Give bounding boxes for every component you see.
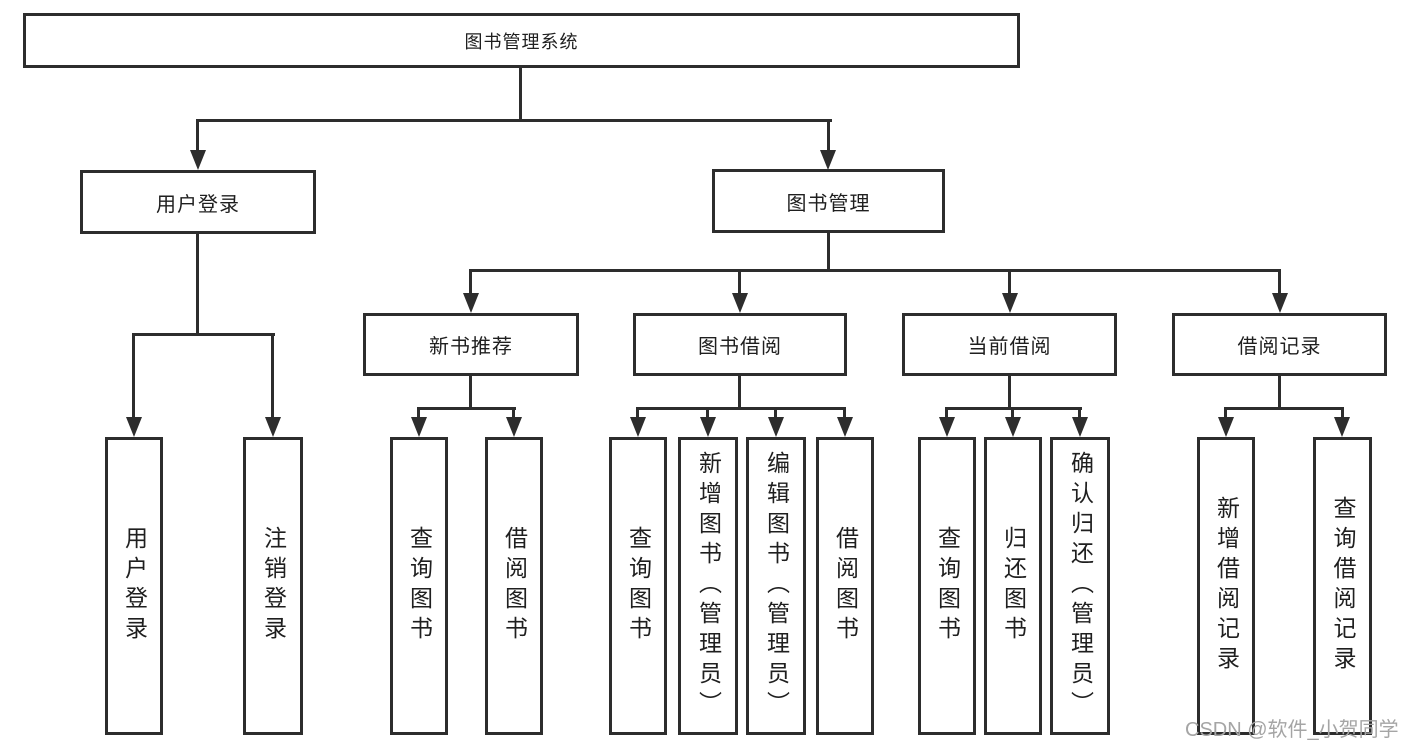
connector-line — [512, 407, 515, 419]
arrow-down-icon — [768, 417, 784, 437]
connector-line — [1278, 269, 1281, 295]
csdn-watermark: CSDN @软件_小贺同学 — [1185, 719, 1399, 741]
connector-line — [636, 407, 639, 419]
connector-line — [1224, 407, 1344, 410]
leaf-current-confirm-return-admin: 确认归还（管理员） — [1050, 437, 1110, 735]
connector-line — [470, 269, 1280, 272]
leaf-newbooks-borrow-books: 借阅图书 — [485, 437, 543, 735]
arrow-down-icon — [700, 417, 716, 437]
arrow-down-icon — [1272, 293, 1288, 313]
leaf-current-query-books: 查询图书 — [918, 437, 976, 735]
leaf-current-return-books: 归还图书 — [984, 437, 1042, 735]
arrow-down-icon — [265, 417, 281, 437]
arrow-down-icon — [190, 150, 206, 170]
leaf-borrowing-edit-books-admin: 编辑图书（管理员） — [746, 437, 806, 735]
connector-line — [738, 269, 741, 295]
arrow-down-icon — [126, 417, 142, 437]
connector-line — [1008, 269, 1011, 295]
arrow-down-icon — [1005, 417, 1021, 437]
connector-line — [1224, 407, 1227, 419]
leaf-newbooks-query-books: 查询图书 — [390, 437, 448, 735]
connector-line — [1008, 376, 1011, 409]
arrow-down-icon — [463, 293, 479, 313]
connector-line — [1278, 376, 1281, 409]
arrow-down-icon — [506, 417, 522, 437]
arrow-down-icon — [411, 417, 427, 437]
node-new-book-recommendation: 新书推荐 — [363, 313, 579, 376]
connector-line — [469, 269, 472, 295]
connector-line — [196, 119, 199, 152]
connector-line — [945, 407, 948, 419]
connector-line — [827, 119, 830, 152]
arrow-down-icon — [630, 417, 646, 437]
arrow-down-icon — [1072, 417, 1088, 437]
leaf-borrowing-borrow-books: 借阅图书 — [816, 437, 874, 735]
connector-line — [1011, 407, 1014, 419]
arrow-down-icon — [837, 417, 853, 437]
leaf-records-add-record: 新增借阅记录 — [1197, 437, 1255, 735]
connector-line — [827, 233, 830, 271]
connector-line — [738, 376, 741, 409]
node-book-borrowing: 图书借阅 — [633, 313, 847, 376]
arrow-down-icon — [1218, 417, 1234, 437]
node-library-system: 图书管理系统 — [23, 13, 1020, 68]
connector-line — [1078, 407, 1081, 419]
connector-line — [132, 333, 275, 336]
connector-line — [774, 407, 777, 419]
node-user-login: 用户登录 — [80, 170, 316, 234]
arrow-down-icon — [939, 417, 955, 437]
leaf-borrowing-query-books: 查询图书 — [609, 437, 667, 735]
connector-line — [469, 376, 472, 409]
connector-line — [417, 407, 516, 410]
leaf-logout: 注销登录 — [243, 437, 303, 735]
connector-line — [271, 333, 274, 419]
connector-line — [843, 407, 846, 419]
arrow-down-icon — [820, 150, 836, 170]
leaf-records-query-record: 查询借阅记录 — [1313, 437, 1372, 735]
connector-line — [1341, 407, 1344, 419]
connector-line — [196, 119, 832, 122]
node-current-borrowing: 当前借阅 — [902, 313, 1117, 376]
node-borrowing-records: 借阅记录 — [1172, 313, 1387, 376]
arrow-down-icon — [732, 293, 748, 313]
connector-line — [417, 407, 420, 419]
connector-line — [637, 407, 846, 410]
node-book-management: 图书管理 — [712, 169, 945, 233]
arrow-down-icon — [1002, 293, 1018, 313]
connector-line — [519, 68, 522, 121]
connector-line — [132, 333, 135, 419]
connector-line — [706, 407, 709, 419]
arrow-down-icon — [1334, 417, 1350, 437]
leaf-user-login: 用户登录 — [105, 437, 163, 735]
leaf-borrowing-add-books-admin: 新增图书（管理员） — [678, 437, 738, 735]
connector-line — [196, 234, 199, 335]
